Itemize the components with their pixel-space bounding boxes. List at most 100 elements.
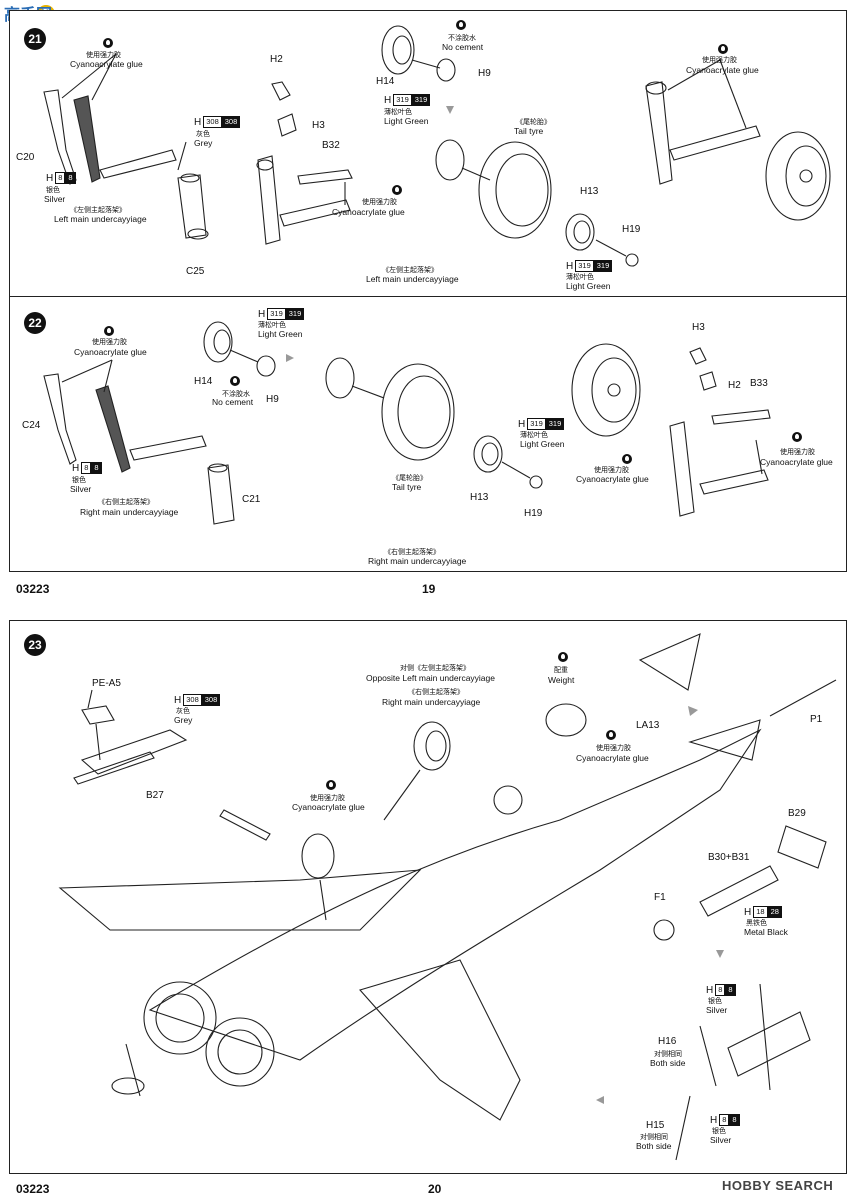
paint-code-2: 308 [221, 116, 241, 128]
part-h14: H14 [194, 376, 213, 387]
light-green-label-cn: 薄松叶色 [566, 273, 594, 281]
grey-label-cn: 灰色 [196, 130, 210, 138]
paint-code: H [706, 984, 714, 996]
glue-label-en: Cyanoacrylate glue [332, 207, 405, 217]
silver-label-en: Silver [710, 1135, 732, 1145]
paint-code-1: 8 [55, 172, 66, 184]
part-h13: H13 [470, 492, 489, 503]
part-h9: H9 [478, 68, 491, 79]
both-side-label-cn: 对侧相同 [654, 1050, 682, 1058]
right-main-label-cn: 《右侧主起落架》 [384, 548, 440, 556]
no-cement-label-en: No cement [212, 397, 254, 407]
part-h2: H2 [270, 54, 283, 65]
silver-label-cn: 银色 [712, 1127, 726, 1135]
part-b30-b31: B30+B31 [708, 852, 750, 863]
glue-label-cn: 使用强力胶 [702, 56, 737, 64]
paint-code-2: 8 [91, 462, 102, 474]
tail-tyre-label-en: Tail tyre [514, 126, 544, 136]
part-h19: H19 [524, 508, 543, 519]
paint-code-1: 319 [527, 418, 546, 430]
watermark-hobby-search: HOBBY SEARCH [722, 1178, 834, 1193]
part-h19: H19 [622, 224, 641, 235]
weight-label-cn: 配重 [554, 666, 568, 674]
light-green-label-cn: 薄松叶色 [520, 431, 548, 439]
glue-label-en: Cyanoacrylate glue [292, 802, 365, 812]
paint-metal-black: H 18 28 [744, 906, 782, 918]
paint-code-2: 8 [725, 984, 736, 996]
part-h14: H14 [376, 76, 395, 87]
silver-label-cn: 银色 [708, 997, 722, 1005]
page-code: 03223 [16, 1182, 50, 1196]
step-21-panel [9, 10, 847, 298]
part-c21: C21 [242, 494, 261, 505]
tail-tyre-label-cn: 《尾轮胎》 [516, 118, 551, 126]
paint-code: H [258, 308, 266, 320]
glue-icon [792, 432, 802, 442]
paint-code: H [194, 116, 202, 128]
paint-code-2: 319 [285, 308, 305, 320]
no-cement-label-en: No cement [442, 42, 484, 52]
right-main-label-cn: 《右侧主起落架》 [98, 498, 154, 506]
weight-icon [558, 652, 568, 662]
no-cement-label-cn: 不涂胶水 [222, 390, 250, 398]
step-22-panel [9, 296, 847, 572]
paint-code: H [744, 906, 752, 918]
paint-code-2: 319 [593, 260, 613, 272]
glue-icon [104, 326, 114, 336]
both-side-label-en: Both side [636, 1141, 672, 1151]
left-main-label-cn: 《左侧主起落架》 [382, 266, 438, 274]
paint-code-2: 8 [729, 1114, 740, 1126]
silver-label-en: Silver [44, 194, 66, 204]
paint-code: H [710, 1114, 718, 1126]
both-side-label-en: Both side [650, 1058, 686, 1068]
glue-icon [326, 780, 336, 790]
light-green-label-cn: 薄松叶色 [258, 321, 286, 329]
left-main-label-cn: 《左侧主起落架》 [70, 206, 126, 214]
left-main-label-en: Left main undercayyiage [54, 214, 147, 224]
grey-label-cn: 灰色 [176, 707, 190, 715]
no-cement-label-cn: 不涂胶水 [448, 34, 476, 42]
paint-code: H [174, 694, 182, 706]
page19-drawings [43, 25, 831, 525]
weight-label-en: Weight [548, 675, 575, 685]
tail-tyre-label-cn: 《尾轮胎》 [392, 474, 427, 482]
glue-icon [718, 44, 728, 54]
paint-code-1: 319 [393, 94, 412, 106]
part-b29: B29 [788, 808, 806, 819]
part-h16: H16 [658, 1036, 677, 1047]
paint-light-green: H 319 319 [384, 94, 431, 106]
glue-label-en: Cyanoacrylate glue [576, 474, 649, 484]
step-21-number: 21 [24, 28, 46, 50]
paint-grey: H 308 308 [174, 694, 221, 706]
page-code: 03223 [16, 582, 50, 596]
paint-silver: H 8 8 [46, 172, 76, 184]
paint-code-1: 319 [267, 308, 286, 320]
paint-code-1: 18 [753, 906, 768, 918]
glue-label-cn: 使用强力胶 [780, 448, 815, 456]
part-h13: H13 [580, 186, 599, 197]
right-main-label-en: Right main undercayyiage [80, 507, 179, 517]
paint-code: H [72, 462, 80, 474]
opposite-label-cn: 对侧《左侧主起落架》 [400, 664, 470, 672]
part-c24: C24 [22, 420, 41, 431]
part-c25: C25 [186, 266, 205, 277]
right-main-label-en: Right main undercayyiage [382, 697, 481, 707]
paint-grey: H 308 308 [194, 116, 241, 128]
part-h2: H2 [728, 380, 741, 391]
part-h3: H3 [312, 120, 325, 131]
glue-icon [392, 185, 402, 195]
part-h3: H3 [692, 322, 705, 333]
paint-code-1: 8 [715, 984, 726, 996]
paint-silver: H 8 8 [710, 1114, 740, 1126]
step-23-number: 23 [24, 634, 46, 656]
paint-code: H [566, 260, 574, 272]
glue-label-en: Cyanoacrylate glue [686, 65, 759, 75]
glue-label-cn: 使用强力胶 [596, 744, 631, 752]
paint-code-2: 28 [767, 906, 782, 918]
part-c20: C20 [16, 152, 35, 163]
paint-light-green: H 319 319 [518, 418, 565, 430]
glue-label-cn: 使用强力胶 [86, 51, 121, 59]
paint-light-green: H 319 319 [566, 260, 613, 272]
page-number: 19 [422, 582, 436, 596]
